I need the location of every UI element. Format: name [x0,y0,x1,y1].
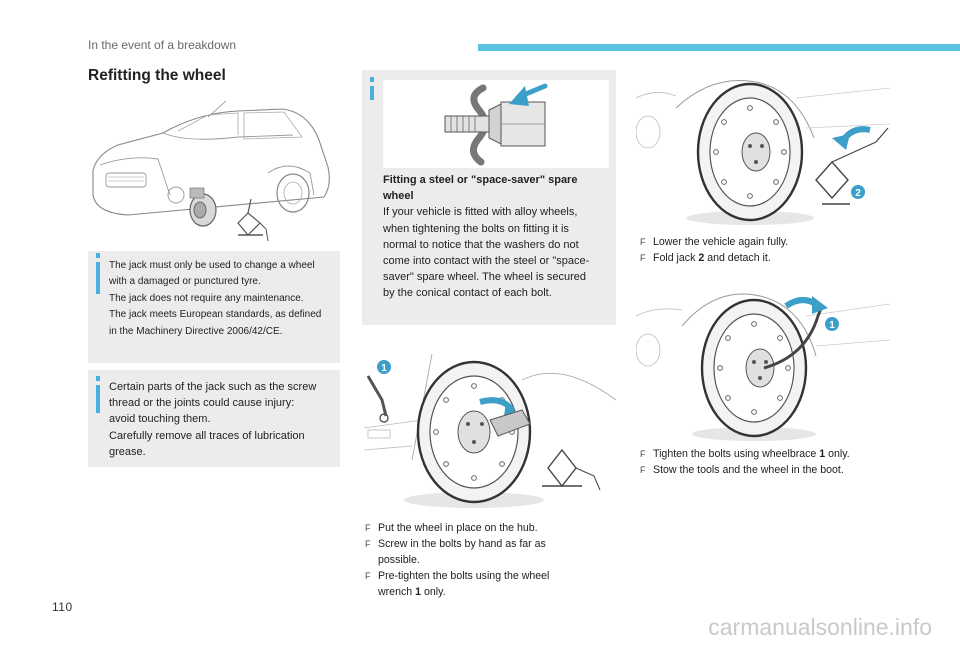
jack-safety-text: Certain parts of the jack such as the sc… [109,381,317,458]
info-icon [370,77,374,100]
step-bullet-icon: F [365,571,371,581]
page-number: 110 [52,600,73,614]
wheelbrace-illustration: 1 [636,276,890,444]
step-bullet-icon: F [365,523,371,533]
watermark: carmanualsonline.info [708,614,932,640]
wheelbrace-drawing: 1 [636,293,890,441]
jack-safety-note [88,370,340,467]
wheelbrace-callout: 1 [829,320,835,331]
page-title: Refitting the wheel [88,67,226,84]
car-on-jack-illustration [88,95,338,250]
header-accent-bar [478,44,960,51]
jack-usage-text: The jack must only be used to change a w… [109,260,322,337]
lower-vehicle-drawing: 2 [636,79,890,225]
jack-usage-note [88,251,340,363]
step-bullet-icon: F [640,449,646,459]
step-bullet-icon: F [640,253,646,263]
step-bullet-icon: F [640,237,646,247]
info-icon [96,376,100,413]
step-bullet-icon: F [640,465,646,475]
car-on-jack-drawing [92,100,330,242]
info-icon [96,253,100,294]
wheel-wrench-drawing: 1 [363,353,616,508]
step-bullet-icon: F [365,539,371,549]
spare-wheel-heading: Fitting a steel or "space-saver" spare [383,174,578,186]
spare-wheel-heading: wheel [383,190,414,203]
bolt-washer-illustration [383,80,609,168]
jack-callout: 2 [855,188,861,199]
spare-wheel-text: Fitting a steel or "space-saver" spare w… [383,174,590,300]
wheel-wrench-illustration: 1 [362,340,616,512]
bolt-washer-drawing [444,83,548,166]
step-item: wrench 1 only. [378,586,446,598]
wrench-callout: 1 [381,363,387,374]
section-title: In the event of a breakdown [88,38,237,52]
step-item: possible. [378,554,420,566]
lower-vehicle-illustration: 2 [636,68,890,228]
